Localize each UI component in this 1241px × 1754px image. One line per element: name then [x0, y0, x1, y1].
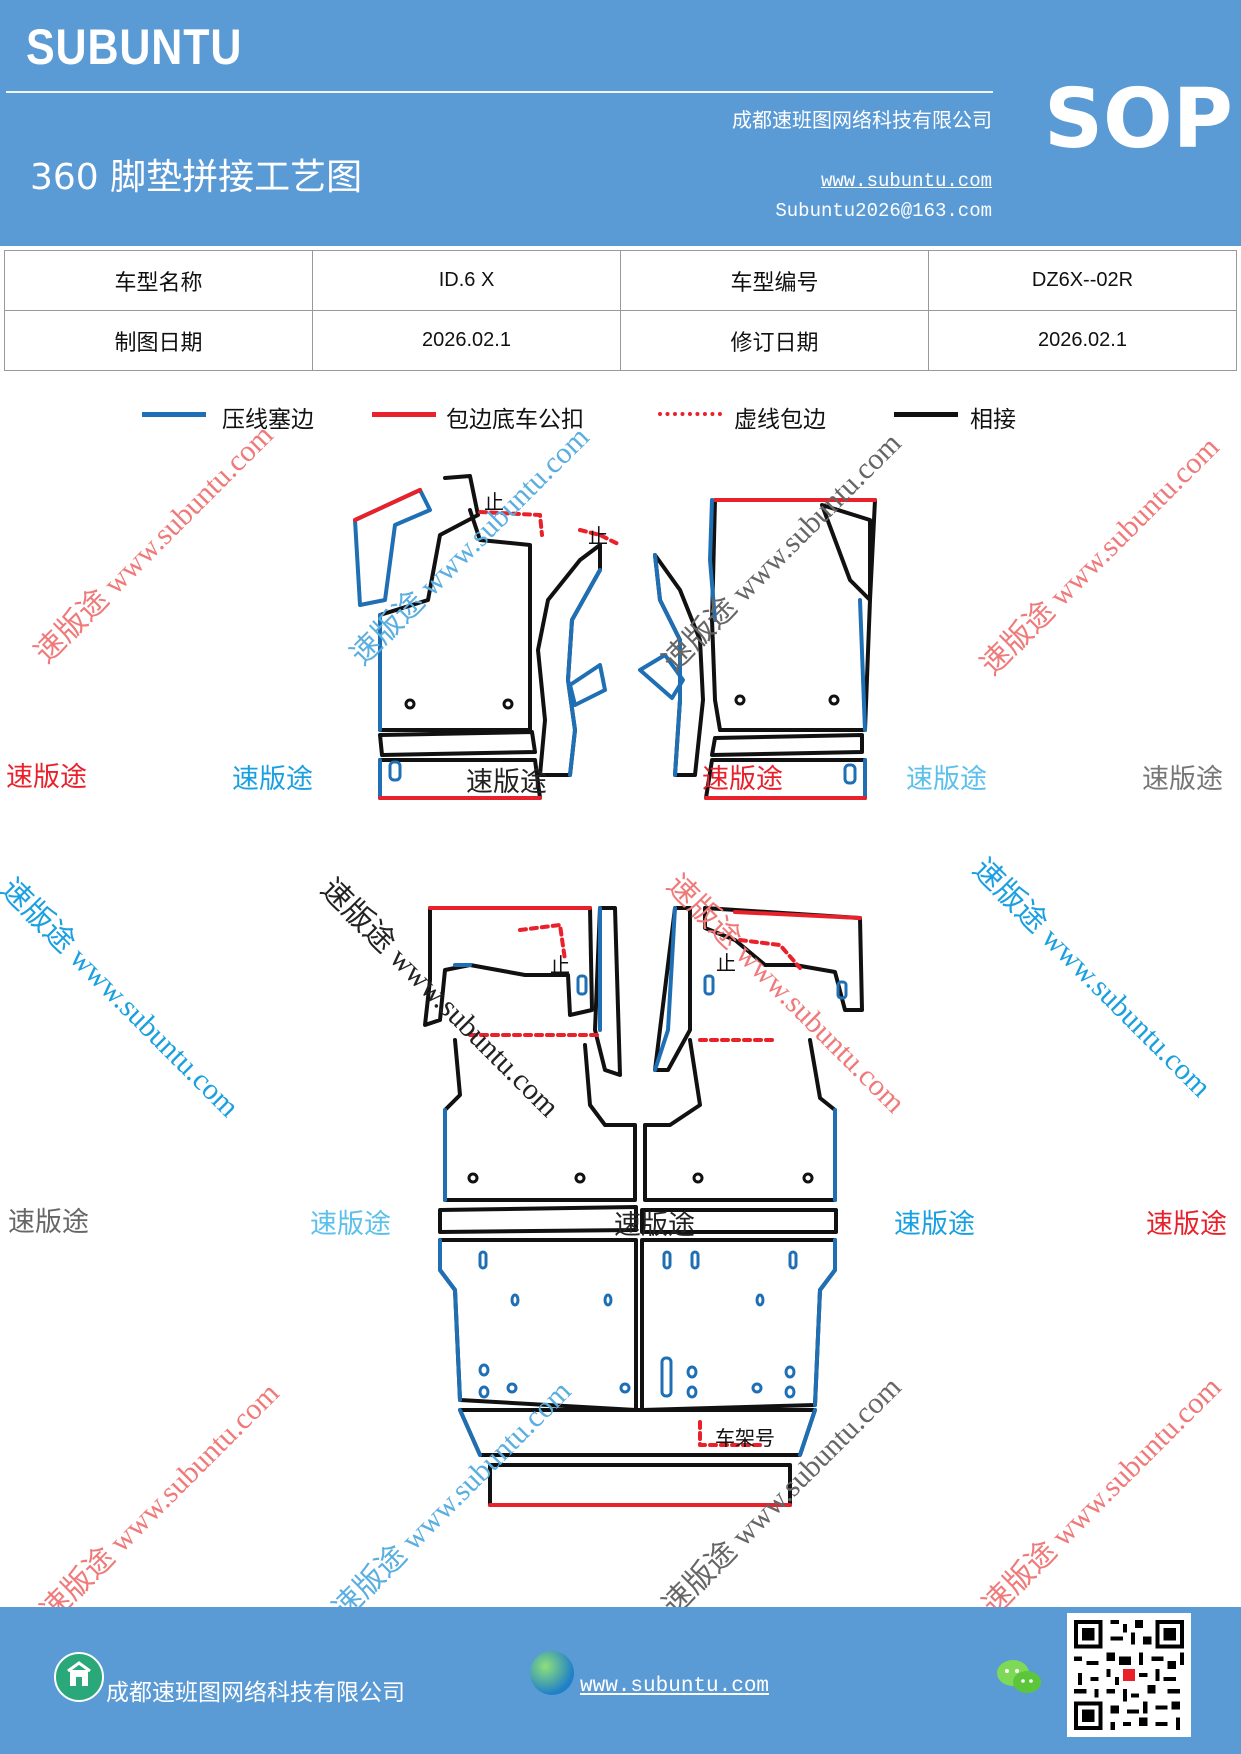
- watermark-text: 速版途: [1142, 764, 1223, 795]
- vehicle-info-table: 车型名称 ID.6 X 车型编号 DZ6X--02R 制图日期 2026.02.…: [4, 250, 1237, 371]
- value-model-name: ID.6 X: [312, 250, 621, 311]
- header-website-link[interactable]: www.subuntu.com: [820, 170, 992, 192]
- label-revision-date: 修订日期: [620, 310, 929, 371]
- watermark-text: 速版途: [310, 1209, 391, 1240]
- sop-badge: SOP: [1044, 72, 1233, 167]
- watermark-text: 速版途: [8, 1207, 89, 1238]
- watermark-text: 速版途: [702, 764, 783, 795]
- legend-swatch-blue: [142, 412, 206, 417]
- front-left-mat: [353, 474, 622, 800]
- stop-marker: 止: [588, 524, 608, 548]
- watermark-text: 速版途: [894, 1209, 975, 1240]
- wechat-icon: [995, 1657, 1043, 1697]
- header-email: Subuntu2026@163.com: [775, 200, 992, 222]
- legend-swatch-black: [894, 412, 958, 417]
- globe-icon: [530, 1651, 574, 1695]
- header-company: 成都速班图网络科技有限公司: [732, 108, 992, 132]
- qr-code: [1067, 1613, 1191, 1737]
- page-title: 360 脚垫拼接工艺图: [30, 157, 363, 198]
- legend: 压线塞边 包边底车公扣 虚线包边 相接: [0, 400, 1241, 440]
- rear-tunnel-strips: [458, 1408, 817, 1507]
- legend-label: 包边底车公扣: [446, 407, 584, 433]
- header-banner: SUBUNTU 成都速班图网络科技有限公司 SOP 360 脚垫拼接工艺图 ww…: [0, 0, 1241, 246]
- table-row: 车型名称 ID.6 X 车型编号 DZ6X--02R: [4, 250, 1237, 311]
- building-icon: [54, 1652, 104, 1702]
- label-model-code: 车型编号: [620, 250, 929, 311]
- header-divider: [6, 91, 993, 93]
- rear-left-mat: [423, 906, 638, 1412]
- watermark-text: 速版途: [906, 764, 987, 795]
- legend-swatch-red-dotted: [658, 412, 722, 416]
- watermark-text: 速版途: [232, 764, 313, 795]
- rear-mat-holes: [478, 1250, 798, 1399]
- legend-label: 相接: [970, 407, 1016, 433]
- watermark-text: 速版途: [614, 1210, 695, 1241]
- front-right-mat: [638, 498, 877, 800]
- label-draw-date: 制图日期: [4, 310, 313, 371]
- table-row: 制图日期 2026.02.1 修订日期 2026.02.1: [4, 310, 1237, 371]
- watermark-text: 速版途: [6, 762, 87, 793]
- stop-marker: 止: [550, 953, 570, 977]
- brand-logo: SUBUNTU: [26, 19, 243, 75]
- value-model-code: DZ6X--02R: [928, 250, 1237, 311]
- footer: 成都速班图网络科技有限公司 www.subuntu.com: [0, 1607, 1241, 1754]
- value-revision-date: 2026.02.1: [928, 310, 1237, 371]
- footer-website-link[interactable]: www.subuntu.com: [580, 1675, 770, 1698]
- watermark-text: 速版途: [466, 767, 547, 798]
- footer-company: 成都速班图网络科技有限公司: [106, 1680, 405, 1706]
- label-model-name: 车型名称: [4, 250, 313, 311]
- stop-marker: 止: [484, 490, 504, 514]
- legend-label: 压线塞边: [222, 407, 314, 433]
- vin-label: 车架号: [715, 1426, 775, 1450]
- legend-label: 虚线包边: [734, 407, 826, 433]
- value-draw-date: 2026.02.1: [312, 310, 621, 371]
- watermark-text: 速版途: [1146, 1209, 1227, 1240]
- legend-swatch-red: [372, 412, 436, 417]
- stop-marker: 止: [716, 951, 736, 975]
